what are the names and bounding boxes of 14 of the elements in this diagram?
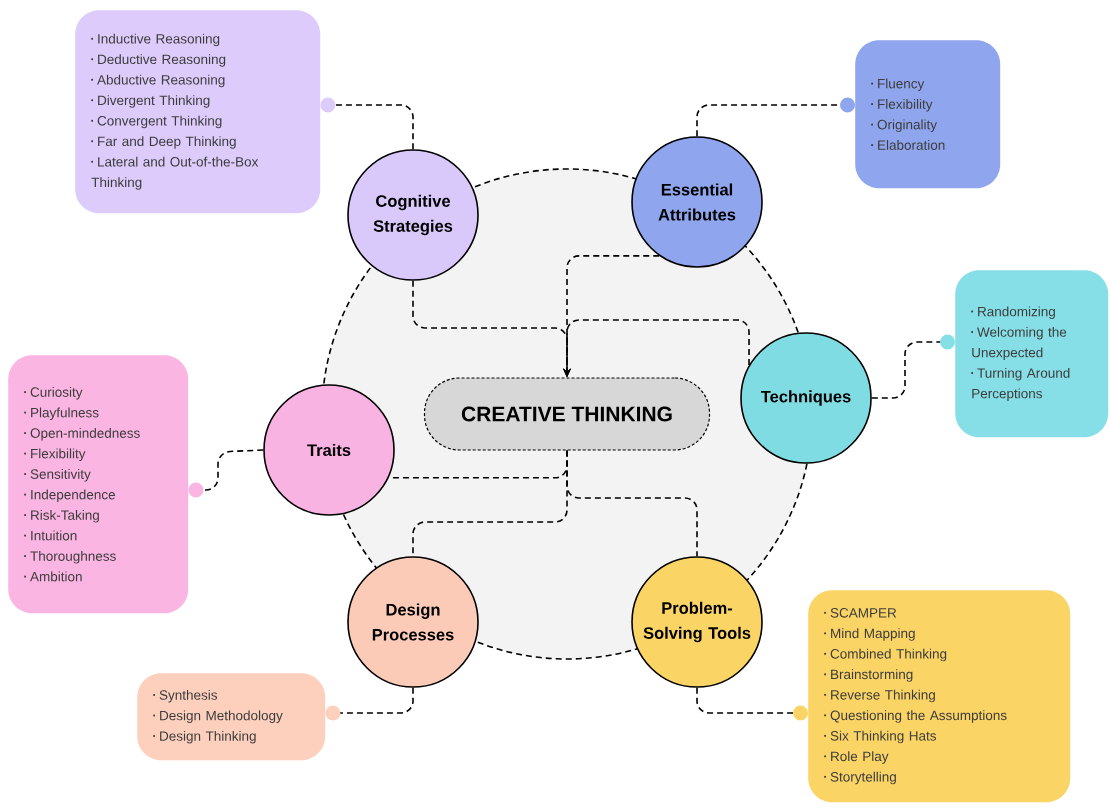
connector	[696, 687, 808, 721]
list-box: Fluency Flexibility Originality Elaboration	[855, 40, 1001, 189]
list-box: Randomizing Welcoming the Unexpected Turning Around Perceptions	[955, 270, 1109, 438]
list-box: Synthesis Design Methodology Design Thinking	[137, 673, 326, 761]
connector	[320, 97, 414, 150]
list-box: SCAMPER Mind Mapping Combined Thinking Brainstorming Reverse Thinking Questioning the Assumptions Six Thinking Hats Role Play Storytelling	[808, 590, 1071, 803]
connector	[325, 687, 414, 721]
connector	[871, 334, 955, 399]
list-box: Inductive Reasoning Deductive Reasoning Abductive Reasoning Divergent Thinking Convergent Thinking Far and Deep Thinking Lateral and Out-of-the-Box Thinking	[75, 10, 321, 214]
connector	[696, 97, 855, 137]
connector	[566, 449, 698, 557]
central-box: CREATIVE THINKING	[423, 377, 711, 451]
connector	[188, 449, 264, 498]
list-box: Curiosity Playfulness Open-mindedness Flexibility Sensitivity Independence Risk-Taking Intuition Thoroughness Ambition	[8, 355, 189, 614]
